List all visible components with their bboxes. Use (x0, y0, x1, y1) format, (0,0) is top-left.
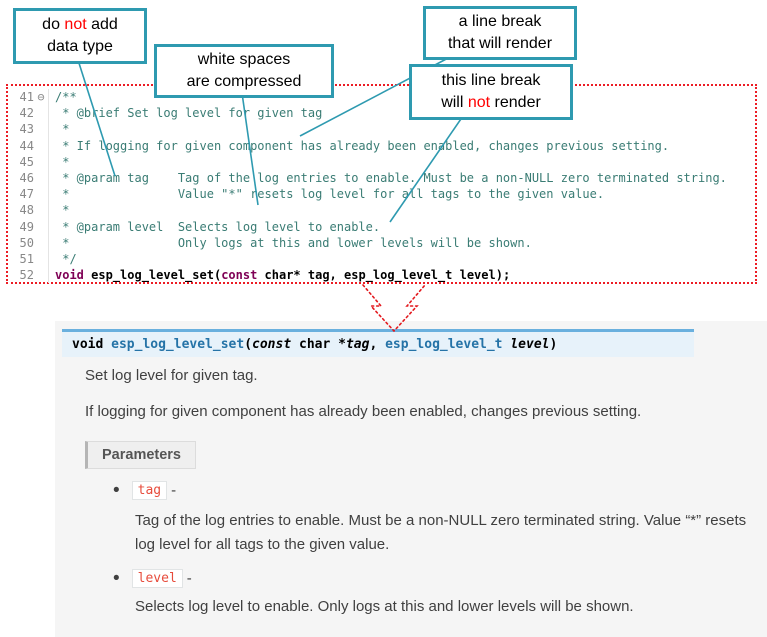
code-line: 43 * (8, 121, 755, 138)
code-line: 45 * (8, 153, 755, 170)
code-line: 47 * Value "*" resets log level for all … (8, 186, 755, 203)
bullet-icon: • (113, 480, 120, 501)
callout-line-break-not-render: this line break will not render (409, 64, 573, 120)
code-line: 49 * @param level Selects log level to e… (8, 218, 755, 235)
code-line: 50 * Only logs at this and lower levels … (8, 234, 755, 251)
sig-level-type: esp_log_level_t (385, 337, 503, 352)
sig-comma: , (369, 337, 386, 352)
param-item-level: • level - (113, 569, 192, 588)
param-name-level: level (131, 569, 183, 588)
sig-return-type: void (72, 337, 112, 352)
code-line: 41⊖ /** (8, 89, 755, 106)
code-text: * @param level Selects log level to enab… (55, 219, 381, 234)
sig-arg-tag: tag (345, 337, 370, 352)
callout-text: will not render (441, 94, 541, 111)
param-item-tag: • tag - (113, 481, 176, 500)
fold-gutter (34, 153, 49, 170)
code-line: 48 * (8, 202, 755, 219)
code-text: * (55, 154, 70, 169)
line-number: 50 (19, 235, 34, 250)
fold-gutter (34, 105, 49, 122)
fold-gutter (34, 137, 49, 154)
sig-paren-close: ) (549, 337, 558, 352)
callout-text: a line break (458, 13, 542, 31)
callout-text: white spaces (197, 51, 291, 69)
fold-gutter (34, 186, 49, 203)
code-line: 44 * If logging for given component has … (8, 137, 755, 154)
line-number: 42 (19, 106, 34, 121)
sig-char-type: char * (291, 337, 346, 352)
code-editor: 41⊖/**42 * @brief Set log level for give… (6, 84, 757, 284)
callout-line-break-renders: a line break that will render (423, 6, 577, 60)
line-number: 46 (19, 170, 34, 185)
code-text: * @param tag Tag of the log entries to e… (55, 170, 727, 185)
code-line: 52 void esp_log_level_set(const char* ta… (8, 267, 755, 284)
code-text: * Value "*" resets log level for all tag… (55, 187, 605, 202)
fold-gutter (34, 218, 49, 235)
code-text: /** (55, 90, 77, 104)
param-dash: - (186, 570, 192, 587)
callout-text: do not add (42, 16, 118, 34)
line-number: 43 (19, 122, 34, 137)
line-number: 41 (19, 90, 34, 104)
fold-gutter (34, 121, 49, 138)
code-text: */ (55, 251, 77, 266)
sig-paren-open: ( (244, 337, 253, 352)
callout-no-data-type: do not add data type (13, 8, 147, 64)
code-text: * @brief Set log level for given tag (55, 106, 323, 121)
rendered-docs-panel: void esp_log_level_set(const char *tag, … (55, 321, 767, 637)
code-text: * Only logs at this and lower levels wil… (55, 235, 532, 250)
line-number: 49 (19, 219, 34, 234)
code-line: 46 * @param tag Tag of the log entries t… (8, 169, 755, 187)
code-text: * If logging for given component has alr… (55, 138, 670, 153)
callout-whitespace-compressed: white spaces are compressed (154, 44, 334, 98)
code-line: 51 */ (8, 250, 755, 268)
param-description-tag: Tag of the log entries to enable. Must b… (135, 512, 747, 553)
fold-gutter (34, 267, 49, 284)
fold-gutter (34, 202, 49, 219)
callout-text: are compressed (186, 73, 302, 90)
parameters-label: Parameters (85, 441, 196, 469)
detail-text: If logging for given component has alrea… (85, 403, 642, 420)
code-text: * (55, 203, 70, 218)
fold-minus-icon[interactable]: ⊖ (34, 89, 49, 106)
code-text: void esp_log_level_set(const char* tag, … (55, 268, 511, 283)
brief-text: Set log level for given tag. (85, 367, 258, 384)
callout-text: that will render (447, 35, 553, 52)
line-number: 45 (19, 154, 34, 169)
line-number: 51 (19, 251, 34, 266)
param-name-tag: tag (131, 481, 168, 500)
code-line: 42 * @brief Set log level for given tag (8, 105, 755, 122)
fold-gutter (34, 169, 49, 187)
code-text: * (55, 122, 70, 137)
sig-function-name: esp_log_level_set (111, 337, 245, 352)
line-number: 48 (19, 203, 34, 218)
fold-gutter (34, 250, 49, 268)
sig-const-keyword: const (252, 337, 292, 352)
param-dash: - (171, 482, 177, 499)
line-number: 47 (19, 187, 34, 202)
line-number: 44 (19, 138, 34, 153)
callout-text: data type (47, 38, 113, 55)
param-description-level: Selects log level to enable. Only logs a… (135, 598, 634, 615)
line-number: 52 (19, 268, 34, 283)
editor-lines: 41⊖/**42 * @brief Set log level for give… (8, 89, 755, 284)
sig-arg-level: level (510, 337, 550, 352)
bullet-icon: • (113, 568, 120, 589)
function-signature: void esp_log_level_set(const char *tag, … (62, 329, 694, 357)
callout-text: this line break (441, 72, 541, 90)
fold-gutter (34, 234, 49, 251)
